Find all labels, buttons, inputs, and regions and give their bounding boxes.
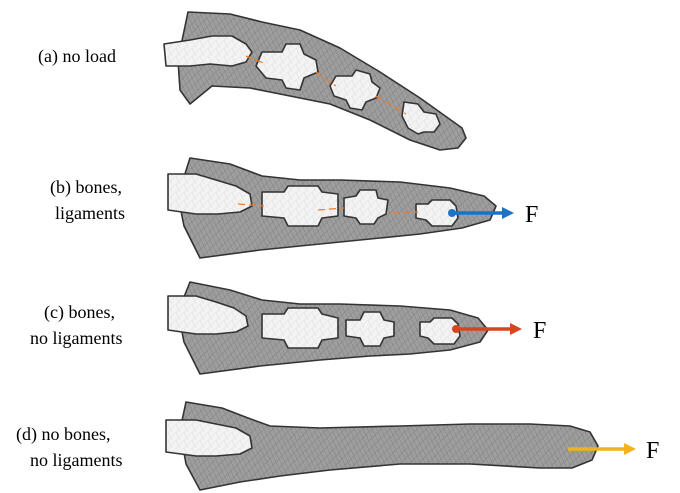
panel-b-force-label: F (525, 202, 538, 228)
panel-d-force-label: F (646, 438, 659, 464)
panel-a: (a) no load (38, 12, 466, 150)
panel-d-force-arrowhead (624, 443, 636, 455)
panel-d-label-line-2: no ligaments (30, 450, 123, 470)
panel-b-label-line-2: ligaments (55, 203, 125, 223)
panel-b: (b) bones, ligaments F (50, 158, 538, 258)
panel-c-force-arrowhead (510, 323, 522, 335)
panel-b-force-arrowhead (502, 207, 514, 219)
panel-d: (d) no bones, no ligaments F (16, 402, 659, 490)
panel-c-label-line-2: no ligaments (30, 328, 123, 348)
panel-a-label-line-1: (a) no load (38, 46, 116, 67)
panel-c: (c) bones, no ligaments F (30, 282, 546, 374)
panel-c-label-line-1: (c) bones, (44, 302, 115, 323)
panel-a-finger (164, 12, 466, 150)
panel-a-proximal-bone (164, 36, 252, 66)
panel-d-label-line-1: (d) no bones, (16, 424, 110, 445)
panel-b-label-line-1: (b) bones, (50, 177, 122, 198)
panel-c-force-label: F (533, 318, 546, 344)
